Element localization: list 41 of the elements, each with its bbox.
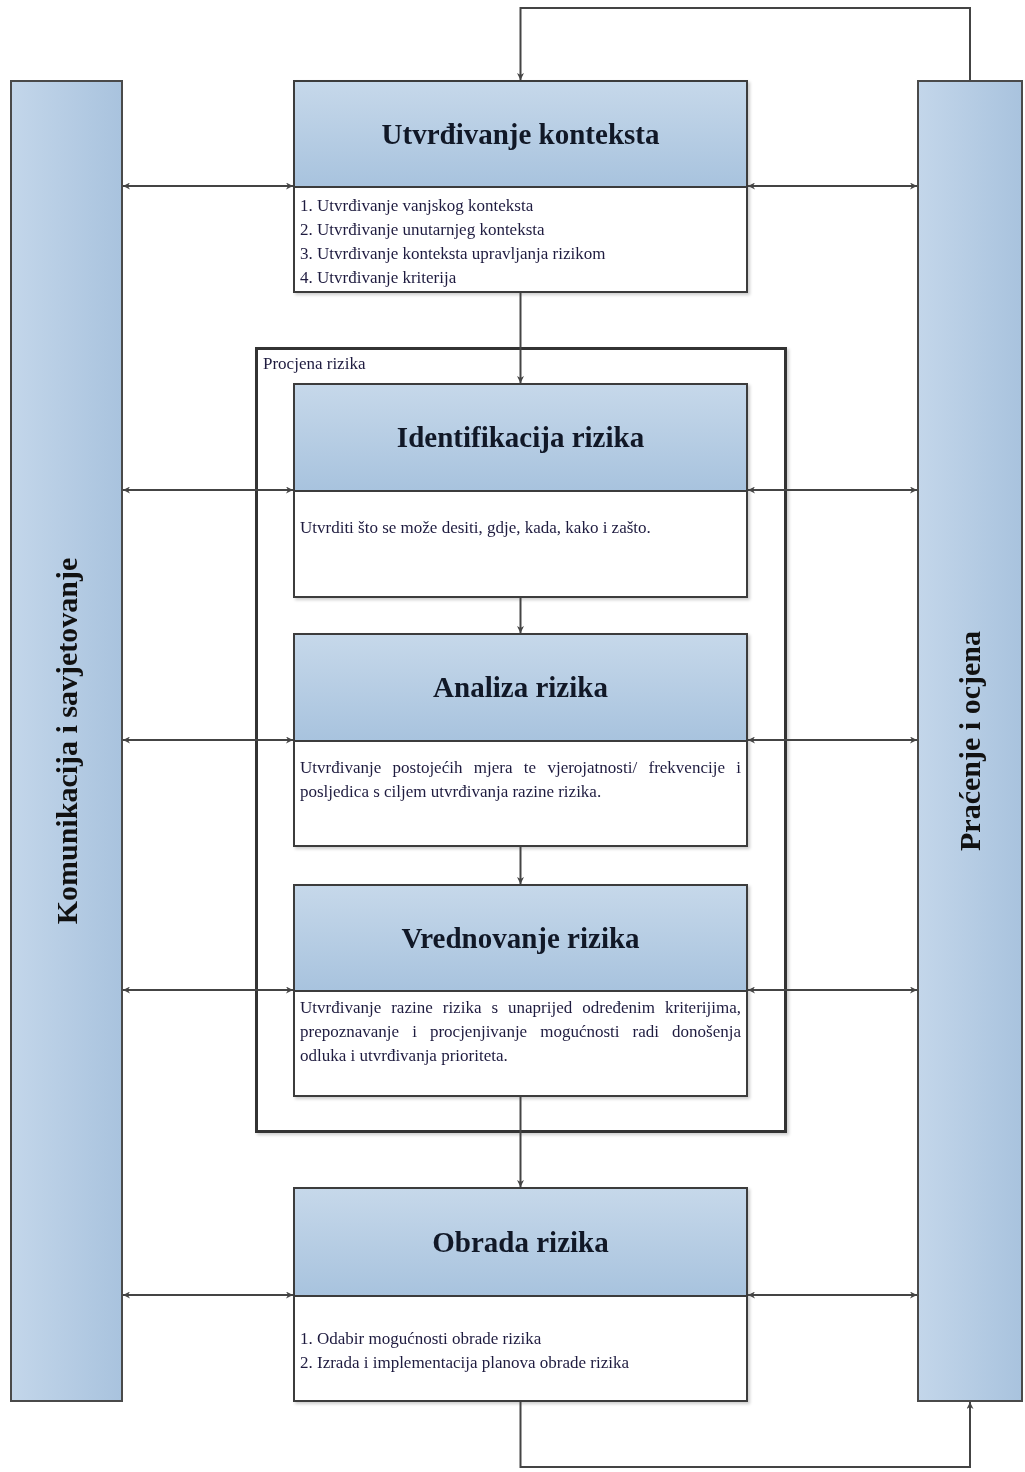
description-text: Utvrđivanje razine rizika s unaprijed određenim kriterijima, prepoznavanje i procjenjivanje mogućnosti radi donošenja odluka i utvrđivanja prioriteta. bbox=[300, 997, 741, 1067]
process-box bbox=[293, 383, 748, 598]
list-item: 1. Odabir mogućnosti obrade rizika bbox=[300, 1328, 543, 1350]
list-item: 1. Utvrđivanje vanjskog konteksta bbox=[300, 195, 535, 217]
group-frame bbox=[255, 347, 787, 1133]
box-heading: Vrednovanje rizika bbox=[295, 886, 746, 992]
group-label: Procjena rizika bbox=[263, 354, 366, 374]
list-item: 2. Izrada i implementacija planova obrade rizika bbox=[300, 1352, 630, 1374]
list-item: 3. Utvrđivanje konteksta upravljanja rizikom bbox=[300, 243, 607, 265]
arrow bbox=[747, 486, 918, 494]
arrow bbox=[747, 1291, 918, 1299]
box-heading: Utvrđivanje konteksta bbox=[295, 82, 746, 188]
process-box bbox=[293, 1187, 748, 1402]
process-box bbox=[293, 633, 748, 847]
arrow bbox=[122, 1291, 294, 1299]
description-text: Utvrditi što se može desiti, gdje, kada, kako i zašto. bbox=[300, 517, 652, 539]
list-item: 2. Utvrđivanje unutarnjeg konteksta bbox=[300, 219, 546, 241]
bar-title: Praćenje i ocjena bbox=[953, 631, 987, 851]
arrow bbox=[517, 7, 971, 81]
arrow bbox=[517, 846, 524, 885]
description-text: Utvrđivanje postojećih mjera te vjerojatnosti/ frekvencije i posljedica s ciljem utvrđivanja razine rizika. bbox=[300, 757, 741, 803]
box-heading: Obrada rizika bbox=[295, 1189, 746, 1297]
list-item: 4. Utvrđivanje kriterija bbox=[300, 267, 458, 289]
arrow bbox=[122, 182, 294, 190]
side-bar bbox=[10, 80, 123, 1402]
process-box bbox=[293, 80, 748, 293]
arrow bbox=[122, 486, 294, 494]
box-heading: Analiza rizika bbox=[295, 635, 746, 742]
arrow bbox=[747, 986, 918, 994]
process-box bbox=[293, 884, 748, 1097]
bar-title: Komunikacija i savjetovanje bbox=[49, 557, 84, 925]
arrow bbox=[519, 1401, 974, 1468]
box-heading: Identifikacija rizika bbox=[295, 385, 746, 492]
arrow bbox=[517, 1096, 524, 1188]
arrow bbox=[517, 292, 524, 384]
arrow bbox=[517, 597, 524, 634]
arrow bbox=[747, 736, 918, 744]
side-bar bbox=[917, 80, 1023, 1402]
arrow bbox=[122, 986, 294, 994]
arrow bbox=[122, 736, 294, 744]
arrow bbox=[747, 182, 918, 190]
